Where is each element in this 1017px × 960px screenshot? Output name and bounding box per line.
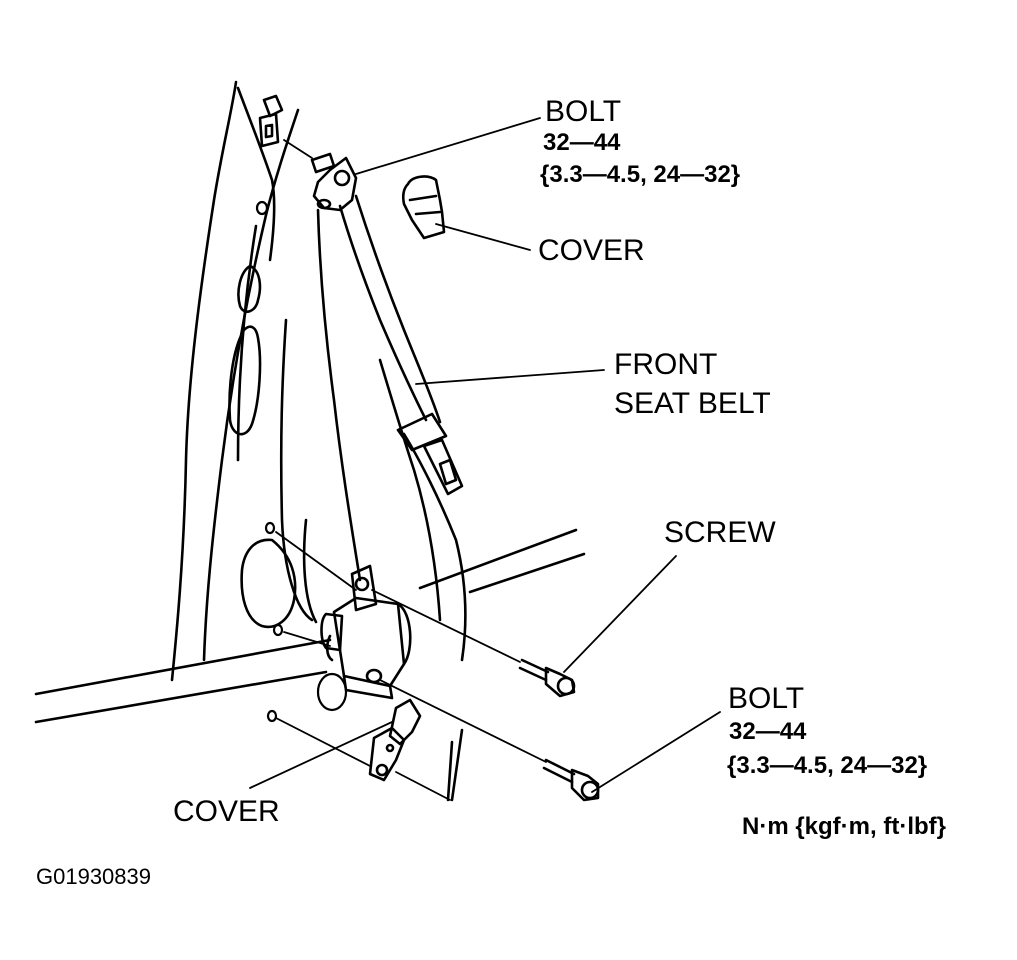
front-seat-belt-label-2: SEAT BELT: [614, 387, 771, 420]
pillar-openings: [228, 264, 297, 629]
cover-top-label: COVER: [538, 234, 645, 267]
belt-tongue: [396, 412, 464, 496]
retractor-assembly: [320, 564, 412, 700]
sill-lines: [34, 528, 586, 802]
bolt-bottom-torque: 32—44: [729, 718, 807, 745]
belt-webbing: [316, 194, 467, 662]
bolt-top-torque-alt: {3.3—4.5, 24—32}: [540, 161, 741, 188]
torque-units-label: N·m {kgf·m, ft·lbf}: [742, 813, 946, 840]
cover-bottom-label: COVER: [173, 795, 280, 828]
bolt-part: [542, 758, 600, 802]
bolt-bottom-torque-alt: {3.3—4.5, 24—32}: [727, 752, 928, 779]
front-seat-belt-label-1: FRONT: [614, 348, 718, 381]
pillar-outline: [170, 80, 318, 682]
upper-anchor-plate: [312, 156, 358, 212]
figure-code: G01930839: [36, 864, 151, 889]
bolt-top-label: BOLT: [545, 95, 622, 128]
pillar-holes: [255, 200, 348, 723]
bolt-top-torque: 32—44: [543, 129, 621, 156]
screw-part: [518, 658, 576, 698]
bolt-bottom-label: BOLT: [728, 682, 805, 715]
screw-label: SCREW: [664, 516, 776, 549]
upper-anchor-bracket: [258, 94, 284, 148]
lower-anchor: [368, 698, 422, 782]
leader-lines: [249, 117, 721, 801]
cover-piece-top: [401, 175, 446, 240]
